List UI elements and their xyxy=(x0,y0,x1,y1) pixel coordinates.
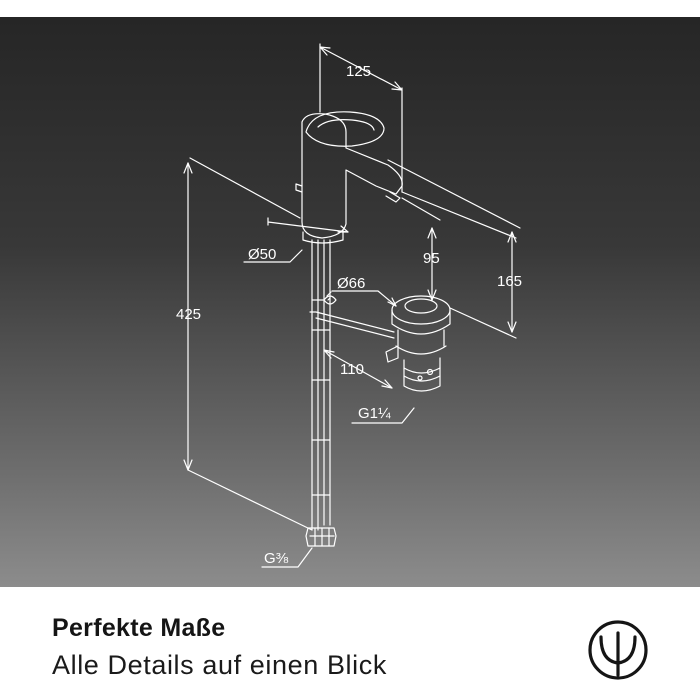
label-waste-diameter: Ø66 xyxy=(337,275,365,292)
dimension-base-diameter xyxy=(243,217,349,263)
dimension-165 xyxy=(387,159,521,339)
thread-leader-g38 xyxy=(261,547,313,568)
dimension-95 xyxy=(401,197,441,301)
dimension-125 xyxy=(319,43,403,193)
popup-rod xyxy=(309,291,395,339)
label-g114: G1¼ xyxy=(358,405,391,422)
label-425: 425 xyxy=(176,306,201,323)
dimension-waste-diameter xyxy=(331,290,397,307)
faucet-body xyxy=(295,111,403,244)
waste-valve xyxy=(385,295,451,392)
supply-connection xyxy=(305,527,337,547)
brand-trident-logo-icon xyxy=(588,620,648,680)
caption-title: Perfekte Maße xyxy=(52,614,226,642)
supply-lines xyxy=(311,239,331,531)
caption-subtitle: Alle Details auf einen Blick xyxy=(52,650,387,680)
label-95: 95 xyxy=(423,250,440,267)
label-base-diameter: Ø50 xyxy=(248,246,276,263)
label-165: 165 xyxy=(497,273,522,290)
label-110: 110 xyxy=(340,361,364,378)
dimension-425 xyxy=(183,157,313,531)
thread-leader-g114 xyxy=(351,407,415,424)
dimension-110 xyxy=(323,349,393,389)
faucet-dimension-drawing: 125 Ø50 95 165 Ø66 425 110 G1¼ G⅜ xyxy=(176,43,522,568)
label-g38: G⅜ xyxy=(264,550,289,567)
label-125: 125 xyxy=(346,63,371,80)
